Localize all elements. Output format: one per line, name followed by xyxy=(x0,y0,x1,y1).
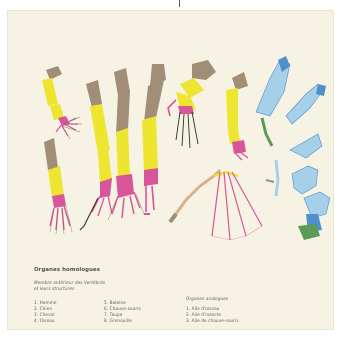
limb-2 xyxy=(44,138,72,234)
limb-1 xyxy=(42,66,82,139)
legend-col2: 5. Baleine 6. Chauve-souris 7. Taupe 8. … xyxy=(104,300,174,324)
wing-structures xyxy=(256,56,330,240)
legend-intro-line: et leurs structures xyxy=(34,286,174,292)
limb-4 xyxy=(108,68,144,220)
legend: Organes homologues xyxy=(34,266,314,274)
legend-analogous-title: Organes analogues xyxy=(186,296,326,302)
limb-5 xyxy=(142,64,166,214)
legend-item: 8. Grenouille xyxy=(104,318,174,324)
limb-6 xyxy=(168,60,216,148)
legend-title: Organes homologues xyxy=(34,266,314,274)
limb-7 xyxy=(226,72,248,160)
limb-3 xyxy=(80,80,112,230)
legend-analogous: Organes analogues 1. Aile d'oiseau 2. Ai… xyxy=(186,296,326,324)
legend-item: 4. Oiseau xyxy=(34,318,102,324)
bat-wing xyxy=(170,170,262,240)
legend-col1: 1. Homme 2. Chien 3. Cheval 4. Oiseau xyxy=(34,300,102,324)
legend-intro: Membre antérieur des Vertébrés et leurs … xyxy=(34,280,174,292)
legend-item: 3. Aile de chauve-souris xyxy=(186,318,326,324)
